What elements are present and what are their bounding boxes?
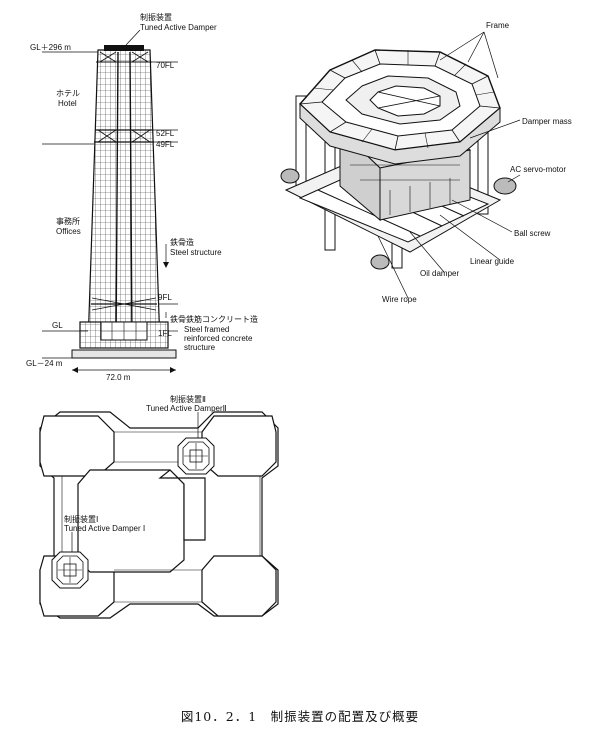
steel-structure-label-en: Steel structure xyxy=(170,248,222,257)
src-label-en-1: Steel framed xyxy=(184,325,229,334)
linear-guide-label: Linear guide xyxy=(470,257,515,266)
ac-servo-motor-icon xyxy=(280,168,517,270)
ac-servo-motor-label: AC servo-motor xyxy=(510,165,566,174)
damper-ii-label-jp: 制振装置Ⅱ xyxy=(170,394,206,404)
hotel-label-en: Hotel xyxy=(58,99,77,108)
gl-label: GL xyxy=(52,321,63,330)
floor-1-label: 1FL xyxy=(158,329,172,338)
damper-ii-label-en: Tuned Active DamperⅡ xyxy=(146,404,227,413)
offices-label-en: Offices xyxy=(56,227,81,236)
frame-label: Frame xyxy=(486,21,510,30)
offices-label-jp: 事務所 xyxy=(56,216,80,226)
tower-elevation: GL＋296 m 制振装置 Tuned Active Damper 70FL 5… xyxy=(26,12,258,382)
oil-damper-label: Oil damper xyxy=(420,269,459,278)
floor-plan xyxy=(39,411,279,619)
damper-mass-label: Damper mass xyxy=(522,117,572,126)
floor-52-label: 52FL xyxy=(156,129,175,138)
damper-ii-icon xyxy=(177,437,215,475)
src-label-jp: 鉄骨鉄筋コンクリート造 xyxy=(170,314,258,324)
tower-foundation xyxy=(71,349,177,359)
steel-structure-label-jp: 鉄骨造 xyxy=(170,237,194,247)
ball-screw-label: Ball screw xyxy=(514,229,551,238)
src-label-en-2: reinforced concrete xyxy=(184,334,253,343)
damper-isometric xyxy=(280,49,517,270)
damper-i-label-jp: 制振装置Ⅰ xyxy=(64,514,98,524)
tower-width-label: 72.0 m xyxy=(106,373,131,382)
level-top-label: GL＋296 m xyxy=(30,43,71,52)
tower-body xyxy=(87,49,161,346)
hotel-label-jp: ホテル xyxy=(56,89,80,98)
damper-i-label-en: Tuned Active Damper Ⅰ xyxy=(64,524,145,533)
floor-9-label: 9FL xyxy=(158,293,172,302)
gl-minus-label: GL－24 m xyxy=(26,359,63,368)
floor-49-label: 49FL xyxy=(156,140,175,149)
floor-70-label: 70FL xyxy=(156,61,175,70)
tower-damper-label-jp: 制振装置 xyxy=(140,12,172,22)
tower-damper-label-en: Tuned Active Damper xyxy=(140,23,217,32)
damper-i-icon xyxy=(51,551,89,589)
src-label-en-3: structure xyxy=(184,343,216,352)
wire-rope-label: Wire rope xyxy=(382,295,417,304)
figure-caption: 図10．2．1 制振装置の配置及び概要 xyxy=(180,709,420,724)
